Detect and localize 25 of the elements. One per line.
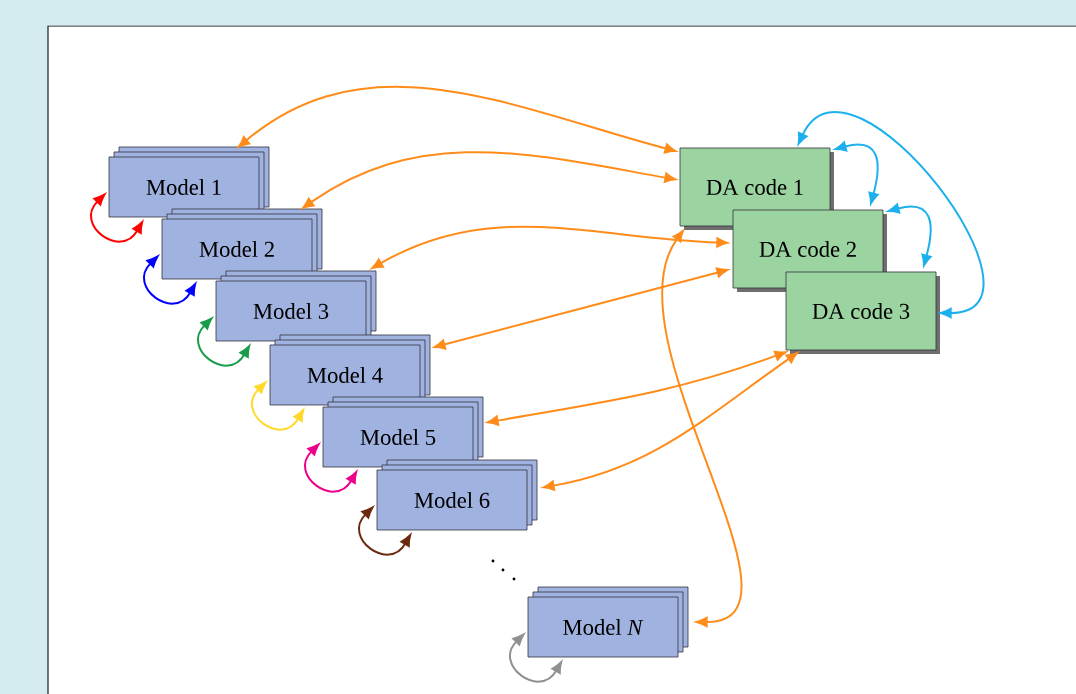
model-box: Model 6	[376, 459, 538, 531]
arrow	[542, 352, 798, 491]
model-box: Model 3	[215, 270, 377, 342]
arrow	[371, 225, 729, 270]
arrow	[237, 86, 677, 154]
arrow	[304, 443, 358, 493]
model-box: Model 4	[269, 334, 431, 406]
arrow	[509, 633, 563, 683]
arrow	[661, 230, 742, 628]
model-box: Model 2	[161, 208, 323, 280]
arrow	[251, 381, 305, 431]
arrow	[358, 506, 412, 556]
arrow	[302, 151, 677, 209]
model-box: Model 5	[322, 396, 484, 468]
arrow	[90, 193, 144, 243]
arrow	[143, 255, 197, 305]
arrow	[834, 141, 879, 205]
model-box: Model 1	[108, 146, 270, 218]
arrow	[197, 317, 251, 367]
arrow	[887, 203, 932, 267]
arrow	[797, 111, 984, 319]
code-box: DA code 3	[785, 271, 940, 354]
model-box: Model N	[527, 586, 689, 658]
arrow	[486, 350, 787, 426]
arrow	[433, 267, 729, 350]
